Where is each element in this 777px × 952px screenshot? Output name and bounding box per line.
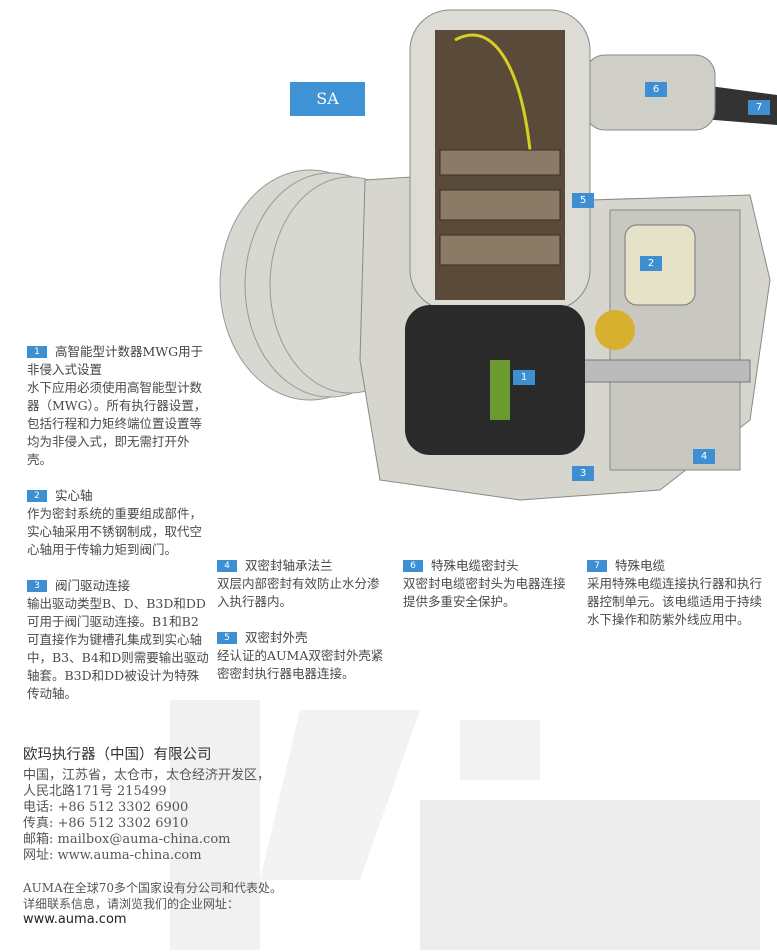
callout-2: 2 <box>640 256 662 271</box>
section-number: 3 <box>27 580 47 592</box>
section-body: 双密封电缆密封头为电器连接提供多重安全保护。 <box>403 576 566 609</box>
website[interactable]: 网址: www.auma-china.com <box>23 848 202 863</box>
section-body: 作为密封系统的重要组成部件，实心轴采用不锈钢制成，取代空心轴用于传输力矩到阀门。 <box>27 506 203 557</box>
callout-5: 5 <box>572 193 594 208</box>
callout-7: 7 <box>748 100 770 115</box>
background-watermark <box>170 700 760 950</box>
section-5: 5 双密封外壳 经认证的AUMA双密封外壳紧密密封执行器电器连接。 <box>217 629 389 683</box>
section-number: 5 <box>217 632 237 644</box>
section-number: 6 <box>403 560 423 572</box>
contact-note: 详细联系信息，请浏览我们的企业网址： <box>23 897 240 911</box>
address-line-1: 中国，江苏省，太仓市，太仓经济开发区， <box>23 768 271 783</box>
address-line-2: 人民北路171号 215499 <box>23 784 167 799</box>
section-title: 高智能型计数器MWG用于非侵入式设置 <box>27 344 204 377</box>
section-number: 2 <box>27 490 47 502</box>
section-body: 输出驱动类型B、D、B3D和DD可用于阀门驱动连接。B1和B2可直接作为键槽孔集… <box>27 596 209 701</box>
section-body: 水下应用必须使用高智能型计数器（MWG）。所有执行器设置，包括行程和力矩终端位置… <box>27 380 207 467</box>
section-number: 4 <box>217 560 237 572</box>
section-number: 7 <box>587 560 607 572</box>
phone: 电话: +86 512 3302 6900 <box>23 800 189 815</box>
actuator-cutaway-illustration <box>219 9 777 501</box>
contact-block: 欧玛执行器（中国）有限公司 中国，江苏省，太仓市，太仓经济开发区， 人民北路17… <box>23 746 282 928</box>
middle-text-column: 4 双密封轴承法兰 双层内部密封有效防止水分渗入执行器内。 5 双密封外壳 经认证的… <box>217 557 389 683</box>
section-2: 2 实心轴 作为密封系统的重要组成部件，实心轴采用不锈钢制成，取代空心轴用于传输力… <box>27 487 211 559</box>
third-text-column: 6 特殊电缆密封头 双密封电缆密封头为电器连接提供多重安全保护。 <box>403 557 575 611</box>
global-website-link[interactable]: www.auma.com <box>23 912 127 927</box>
section-3: 3 阀门驱动连接 输出驱动类型B、D、B3D和DD可用于阀门驱动连接。B1和B2可… <box>27 577 211 703</box>
section-title: 双密封外壳 <box>245 630 308 645</box>
email[interactable]: 邮箱: mailbox@auma-china.com <box>23 832 231 847</box>
callout-3: 3 <box>572 466 594 481</box>
fax: 传真: +86 512 3302 6910 <box>23 816 189 831</box>
company-name: 欧玛执行器（中国）有限公司 <box>23 747 212 763</box>
section-body: 采用特殊电缆连接执行器和执行器控制单元。该电缆适用于持续水下操作和防紫外线应用中… <box>587 576 763 627</box>
section-title: 双密封轴承法兰 <box>245 558 333 573</box>
section-body: 双层内部密封有效防止水分渗入执行器内。 <box>217 576 380 609</box>
section-title: 实心轴 <box>55 488 93 503</box>
section-body: 经认证的AUMA双密封外壳紧密密封执行器电器连接。 <box>217 648 384 681</box>
section-4: 4 双密封轴承法兰 双层内部密封有效防止水分渗入执行器内。 <box>217 557 389 611</box>
section-6: 6 特殊电缆密封头 双密封电缆密封头为电器连接提供多重安全保护。 <box>403 557 575 611</box>
section-title: 阀门驱动连接 <box>55 578 131 593</box>
callout-1: 1 <box>513 370 535 385</box>
callout-4: 4 <box>693 449 715 464</box>
right-text-column: 7 特殊电缆 采用特殊电缆连接执行器和执行器控制单元。该电缆适用于持续水下操作和防… <box>587 557 762 629</box>
section-7: 7 特殊电缆 采用特殊电缆连接执行器和执行器控制单元。该电缆适用于持续水下操作和防… <box>587 557 762 629</box>
section-number: 1 <box>27 346 47 358</box>
product-label-sa: SA <box>290 82 365 116</box>
section-title: 特殊电缆 <box>615 558 666 573</box>
global-note: AUMA在全球70多个国家设有分公司和代表处。 <box>23 881 283 895</box>
callout-6: 6 <box>645 82 667 97</box>
section-title: 特殊电缆密封头 <box>431 558 519 573</box>
